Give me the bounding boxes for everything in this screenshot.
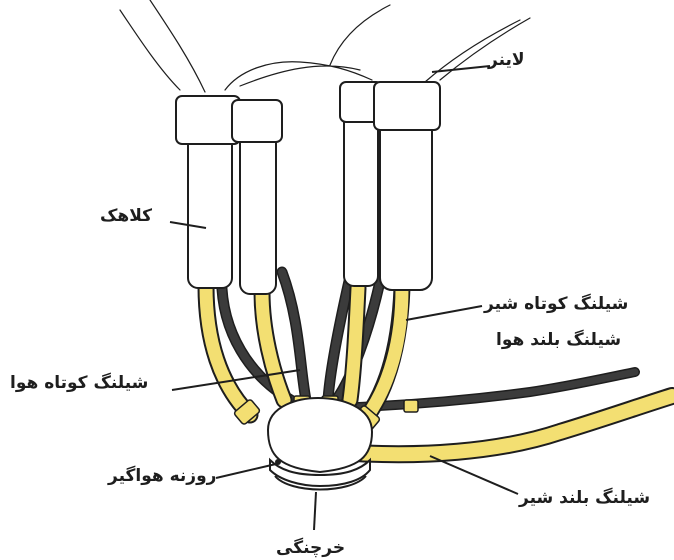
- label-cap: کلاهک: [100, 208, 152, 225]
- label-long-air-tube: شیلنگ بلند هوا: [496, 332, 621, 349]
- label-short-air-tube: شیلنگ کوتاه هوا: [10, 375, 148, 392]
- teat-cups: [176, 82, 440, 294]
- udder-outline: [120, 0, 530, 92]
- label-liner: لاینر: [488, 52, 525, 69]
- label-short-milk-tube: شیلنگ کوتاه شیر: [484, 296, 628, 313]
- label-long-milk-tube: شیلنگ بلند شیر: [519, 490, 650, 507]
- label-claw: خرچنگی: [276, 540, 345, 557]
- claw-body: [268, 398, 372, 490]
- label-air-vent: روزنه هواگیر: [108, 468, 216, 485]
